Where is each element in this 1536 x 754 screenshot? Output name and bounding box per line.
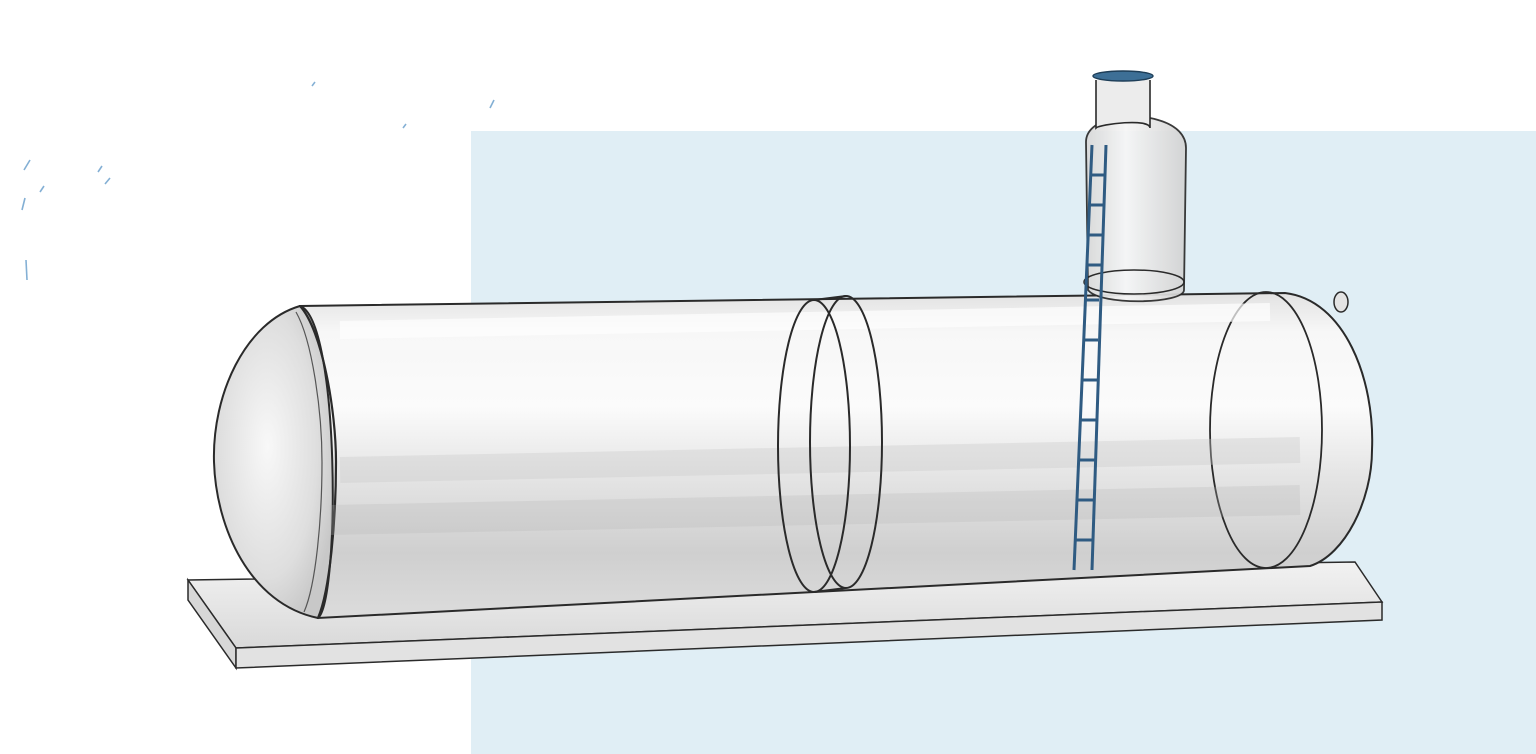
tank-body — [212, 291, 1374, 620]
manhole-dome — [1083, 70, 1187, 303]
middle-ring — [777, 295, 883, 593]
sketch-marks — [21, 81, 495, 281]
ladder — [1072, 144, 1108, 571]
